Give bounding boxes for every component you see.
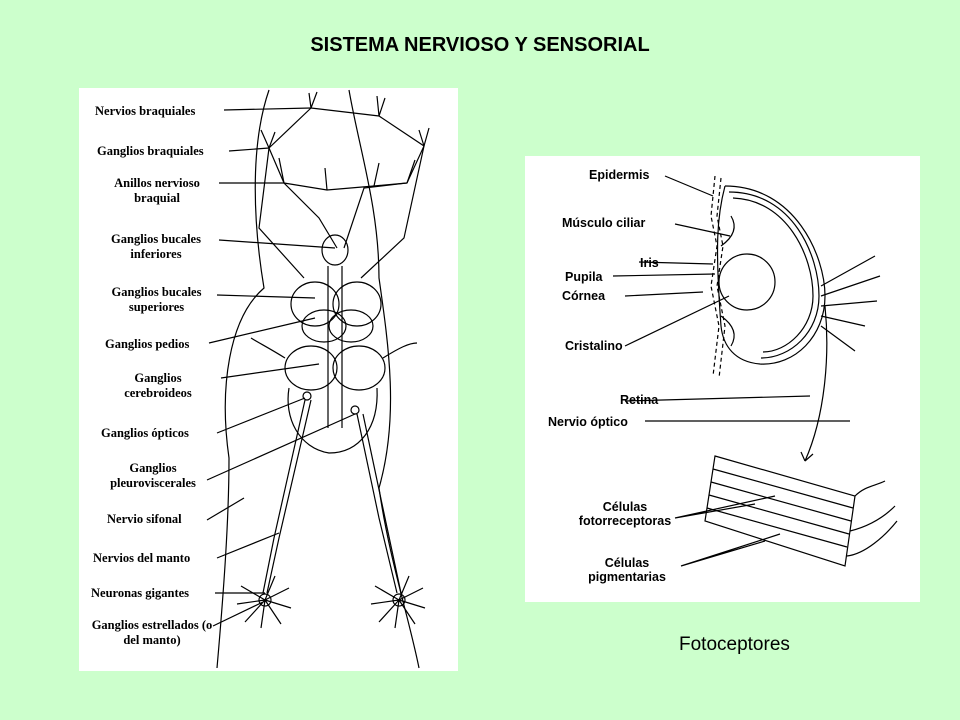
label-retina: Retina: [620, 393, 659, 407]
eye-diagram: Epidermis Músculo ciliar Iris Pupila Cór…: [525, 156, 920, 602]
label-epidermis: Epidermis: [589, 168, 650, 182]
label-ganglios-pleuroviscerales: Ganglios pleuroviscerales: [110, 461, 196, 490]
label-ganglios-bucales-inferiores: Ganglios bucales inferiores: [111, 232, 201, 261]
label-ganglios-bucales-superiores: Ganglios bucales superiores: [111, 285, 202, 314]
label-ganglios-opticos: Ganglios ópticos: [101, 426, 189, 440]
eye-drawing: [612, 175, 898, 567]
label-nervio-optico: Nervio óptico: [548, 415, 628, 429]
nervous-system-diagram: Nervios braquiales Ganglios braquiales A…: [79, 88, 458, 671]
page-title: SISTEMA NERVIOSO Y SENSORIAL: [310, 34, 650, 56]
label-cornea: Córnea: [562, 289, 606, 303]
label-nervios-braquiales: Nervios braquiales: [95, 104, 196, 118]
label-celulas-pigmentarias: Células pigmentarias: [588, 556, 666, 584]
label-nervio-sifonal: Nervio sifonal: [107, 512, 182, 526]
label-anillos-nervioso: Anillos nervioso braquial: [114, 176, 200, 205]
label-ganglios-braquiales: Ganglios braquiales: [97, 144, 204, 158]
label-musculo-ciliar: Músculo ciliar: [562, 216, 646, 230]
label-iris: Iris: [640, 256, 659, 270]
label-ganglios-estrellados: Ganglios estrellados (o del manto): [91, 618, 213, 647]
label-cristalino: Cristalino: [565, 339, 623, 353]
caption: Fotoceptores: [679, 634, 790, 655]
label-pupila: Pupila: [565, 270, 603, 284]
label-nervios-del-manto: Nervios del manto: [93, 551, 191, 565]
label-celulas-fotorreceptoras: Células fotorreceptoras: [578, 500, 672, 528]
label-neuronas-gigantes: Neuronas gigantes: [91, 586, 190, 600]
nervous-system-drawing: [206, 89, 430, 669]
label-ganglios-pedios: Ganglios pedios: [105, 337, 190, 351]
label-ganglios-cerebroideos: Ganglios cerebroideos: [124, 371, 192, 400]
